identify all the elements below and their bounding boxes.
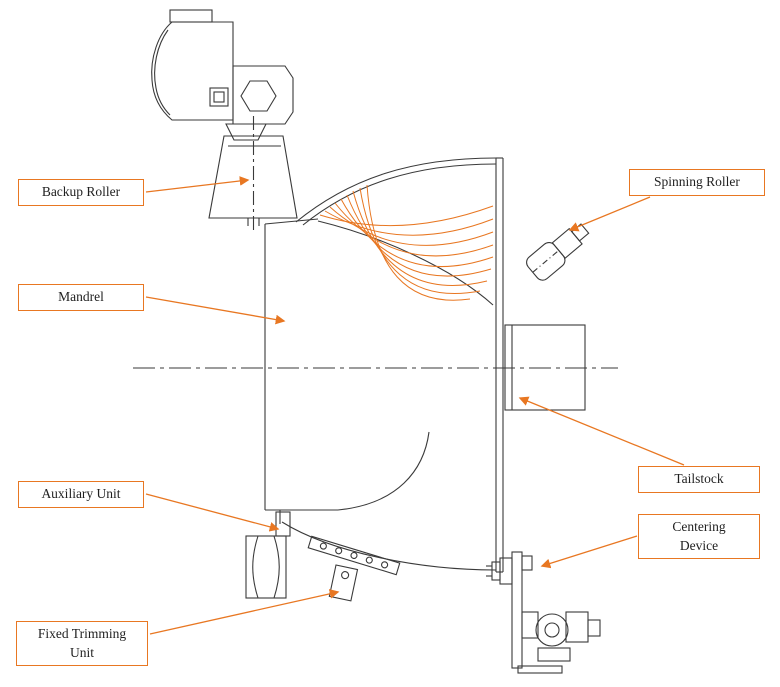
leader-arrows (145, 176, 685, 635)
trim-bracket (328, 564, 359, 602)
auxiliary-unit-drawing (245, 511, 291, 599)
arrow-fixed-trimming (149, 589, 340, 635)
label-tailstock: Tailstock (638, 466, 760, 493)
mandrel-bottom-arc (337, 431, 430, 511)
trim-hole (381, 561, 389, 569)
mandrel-surface-curve (317, 220, 494, 306)
workpiece-inner-curve (302, 163, 497, 226)
cd-wheel-outer (535, 613, 569, 647)
cd-column (511, 551, 523, 669)
backup-roller-drawing (151, 9, 298, 232)
pivot-arm (225, 123, 267, 141)
workpiece-outer-curve (295, 157, 497, 223)
trim-hole (365, 556, 373, 564)
label-auxiliary-unit: Auxiliary Unit (18, 481, 144, 508)
hex-nut (240, 80, 277, 112)
arrow-mandrel (145, 296, 286, 325)
label-text: Fixed Trimming (37, 625, 127, 641)
label-text: Spinning Roller (654, 174, 740, 190)
label-centering-device: Centering Device (638, 514, 760, 559)
spinning-roller-drawing (526, 223, 590, 281)
trim-bar (307, 535, 401, 576)
small-block (209, 87, 229, 107)
cd-motor-cap (587, 619, 601, 637)
cd-arm (521, 611, 539, 639)
backup-cone (208, 135, 298, 219)
label-text: Centering (672, 518, 726, 534)
aux-contact-block (275, 511, 291, 537)
mandrel-drawing (264, 157, 504, 573)
motor-body-inner (154, 29, 171, 116)
arrow-tailstock (518, 396, 685, 466)
arrow-spinning-roller (568, 196, 651, 232)
arrow-auxiliary-unit (145, 493, 280, 532)
tailstock-drawing (504, 324, 586, 411)
motor-body (151, 21, 234, 121)
label-text: Tailstock (674, 471, 724, 487)
roller-holder (551, 227, 583, 259)
arrow-backup-roller (145, 176, 250, 193)
trim-hole (335, 547, 343, 555)
aux-groove-right (273, 535, 280, 599)
aux-pulley (245, 535, 287, 599)
trim-pivot (341, 571, 350, 580)
label-backup-roller: Backup Roller (18, 179, 144, 206)
cd-clamp-b (499, 557, 513, 585)
cd-base-block (537, 647, 571, 662)
label-fixed-trimming-unit: Fixed Trimming Unit (16, 621, 148, 666)
aux-groove-left (252, 535, 259, 599)
label-text: Mandrel (58, 289, 104, 305)
label-text: Backup Roller (41, 184, 121, 200)
cd-wheel-inner (544, 622, 560, 638)
label-text: Unit (69, 644, 94, 660)
trim-hole (350, 551, 358, 559)
trim-hole (319, 542, 327, 550)
centering-device-drawing (486, 551, 601, 674)
workpiece-lower-curve (281, 521, 497, 571)
label-mandrel: Mandrel (18, 284, 144, 311)
cd-motor (565, 611, 589, 643)
roller-shaft (571, 223, 590, 242)
label-text: Auxiliary Unit (41, 486, 121, 502)
label-text: Device (679, 537, 719, 553)
small-block-inner (213, 91, 225, 103)
roller-axis (532, 250, 560, 273)
cd-foot (517, 665, 563, 674)
fixed-trimming-drawing (307, 535, 401, 602)
spinning-pass-curves (319, 184, 494, 301)
tailstock-body (504, 324, 586, 411)
label-spinning-roller: Spinning Roller (629, 169, 765, 196)
cd-step (521, 555, 533, 571)
arrow-centering-device (540, 535, 638, 569)
top-plate (169, 9, 213, 23)
